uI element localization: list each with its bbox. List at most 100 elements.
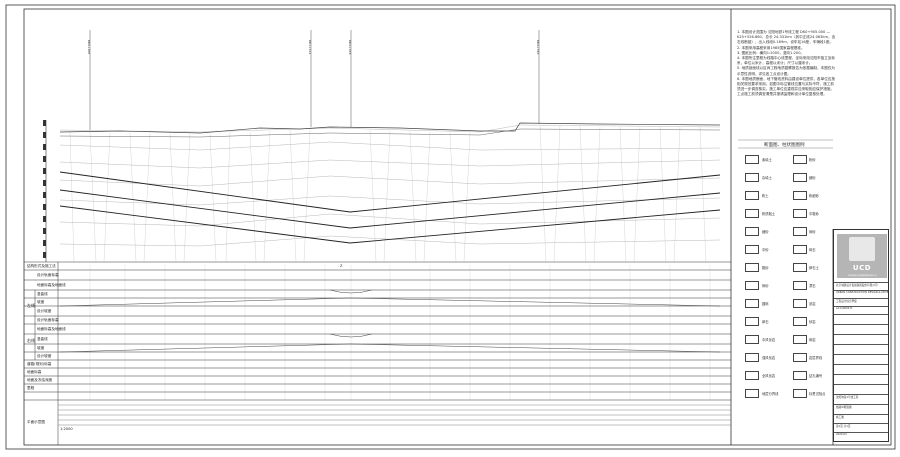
legend-item: 粉土 [762,194,769,198]
legend-item: 砾砂 [809,230,816,234]
ground-line-secondary [59,128,721,138]
legend-item: 粉细砂 [809,194,819,198]
note-1: 1. 本图设计范围为 沈阳地铁1号线工程 DK0+905.000 — K25+5… [737,30,836,45]
note-2: 2. 本图采用高程采用1985国家高程基准。 [737,45,805,50]
legend-item: 强风化岩 [762,356,776,360]
legend-swatch [793,317,807,326]
station-chainage: DK2+540 [536,40,540,55]
station-markers [89,30,540,130]
legend-swatch [793,245,807,254]
legend-item: 标贯试验点 [809,392,826,396]
legend-swatch [745,209,759,218]
legend-item: 圆砾 [762,302,769,306]
certificate: 工程设计综合甲级 [834,298,888,306]
legend-swatch [793,209,807,218]
tb-blank [834,384,888,394]
legend-swatch [745,389,759,398]
certificate-no: A111000271 [834,306,888,314]
legend-swatch [793,263,807,272]
row-label: 坡度 [37,300,45,304]
legend-swatch [745,173,759,182]
row-label: 地面标高及地面线 [37,283,66,287]
side-label-right: 右线 [27,338,35,343]
design-phase: 施工图 [834,414,888,423]
row-label: 设计坡度 [37,309,52,313]
row-label: 地面及冻结深度 [27,378,53,382]
tb-blank [834,344,888,354]
legend-item: 粉质黏土 [762,212,776,216]
legend-swatch [745,227,759,236]
legend-item: 素填土 [762,158,772,162]
legend-swatch [793,155,807,164]
logo-text: UCD [852,264,872,272]
legend-swatch [745,155,759,164]
vertical-curve-marks [329,289,373,338]
legend-swatch [793,173,807,182]
legend-swatch [745,263,759,272]
tb-blank [834,314,888,324]
side-label-left: 左线 [27,303,35,308]
company-logo: UCD 北京城建设计发展集团股份有限公司 [837,234,887,278]
row-label: 地面标高及地面线 [37,327,66,331]
legend-item: 细砂 [762,230,769,234]
company-name-en: URBAN CONSTRUCTION DESIGN & DEVELOPMENT … [834,290,888,298]
legend-item: 泥岩 [809,302,816,306]
geology-hatch [69,125,707,263]
slope-diagram-1 [59,297,721,353]
row-label: 竖曲线 [37,292,48,296]
row-label: 设计轨面标高 [37,318,59,322]
row-label: 里程 [27,386,35,390]
note-5: 5. 地质剖面线以区间工程地质勘察报告为依据编制，本图仅为示意性说明，详见各工点… [737,66,836,76]
company-name: 北京城建设计发展集团股份有限公司 [834,282,888,290]
tb-blank [834,334,888,344]
legend-item: 粉砂 [809,158,816,162]
track-profile-3 [59,205,721,244]
legend-item: 砾石 [809,248,816,252]
track-profile-1 [59,171,721,213]
station-chainage: DK0+905 [87,40,91,55]
row-label: 设计坡度 [37,354,52,358]
elevation-ruler [43,120,47,262]
legend-swatch [793,389,807,398]
legend-item: 杂填土 [762,176,772,180]
drawing-date: 2020.03 [834,432,888,441]
row-label: 道路(规划)标高 [27,362,52,366]
tb-blank [834,354,888,364]
legend-swatch [793,335,807,344]
title-block: UCD 北京城建设计发展集团股份有限公司 北京城建设计发展集团股份有限公司 UR… [833,229,889,442]
logo-subtitle: 北京城建设计发展集团股份有限公司 [847,275,877,277]
legend-swatch [745,191,759,200]
drawing-title: 线路纵断面图 [834,404,888,414]
row-label: 地面标高 [27,370,42,374]
tb-blank [834,324,888,334]
legend-item: 全风化岩 [762,374,776,378]
legend-title: 断面图、柱状图图例 [764,143,805,148]
legend-swatch [793,371,807,380]
legend-swatch [793,227,807,236]
sheet-number: 第1页 共1页 [834,423,888,432]
legend-item: 砾砂 [762,284,769,288]
note-4: 4. 本图所注里程为线路中心线里程，坐标采用沈阳市独立坐标系，单位以米计，高程以… [737,56,836,66]
legend-swatch [745,353,759,362]
geology-band [59,124,721,247]
row-label: 结构形式及施工法 [27,264,56,268]
design-notes: 1. 本图设计范围为 沈阳地铁1号线工程 DK0+905.000 — K25+5… [737,30,837,98]
axis-title: Z [340,264,343,268]
project-name: 沈阳地铁1号线工程 [834,394,888,404]
track-profile-2 [59,189,721,229]
legend-item: 卵石土 [809,266,819,270]
plan-scale: 1:2000 [60,427,73,431]
legend-item: 卵石 [762,320,769,324]
legend-item: 粗砂 [762,266,769,270]
row-label: 设计轨面标高 [37,273,59,277]
logo-mark-icon [849,237,875,261]
row-label: 坡度 [37,346,45,350]
plan-label: 平面示意图 [27,420,45,424]
station-chainage: DK2+018 [348,40,352,55]
profile-table-grid [24,261,731,445]
legend-swatch [793,281,807,290]
legend-item: 岩层界线 [809,356,823,360]
legend-swatch [745,371,759,380]
